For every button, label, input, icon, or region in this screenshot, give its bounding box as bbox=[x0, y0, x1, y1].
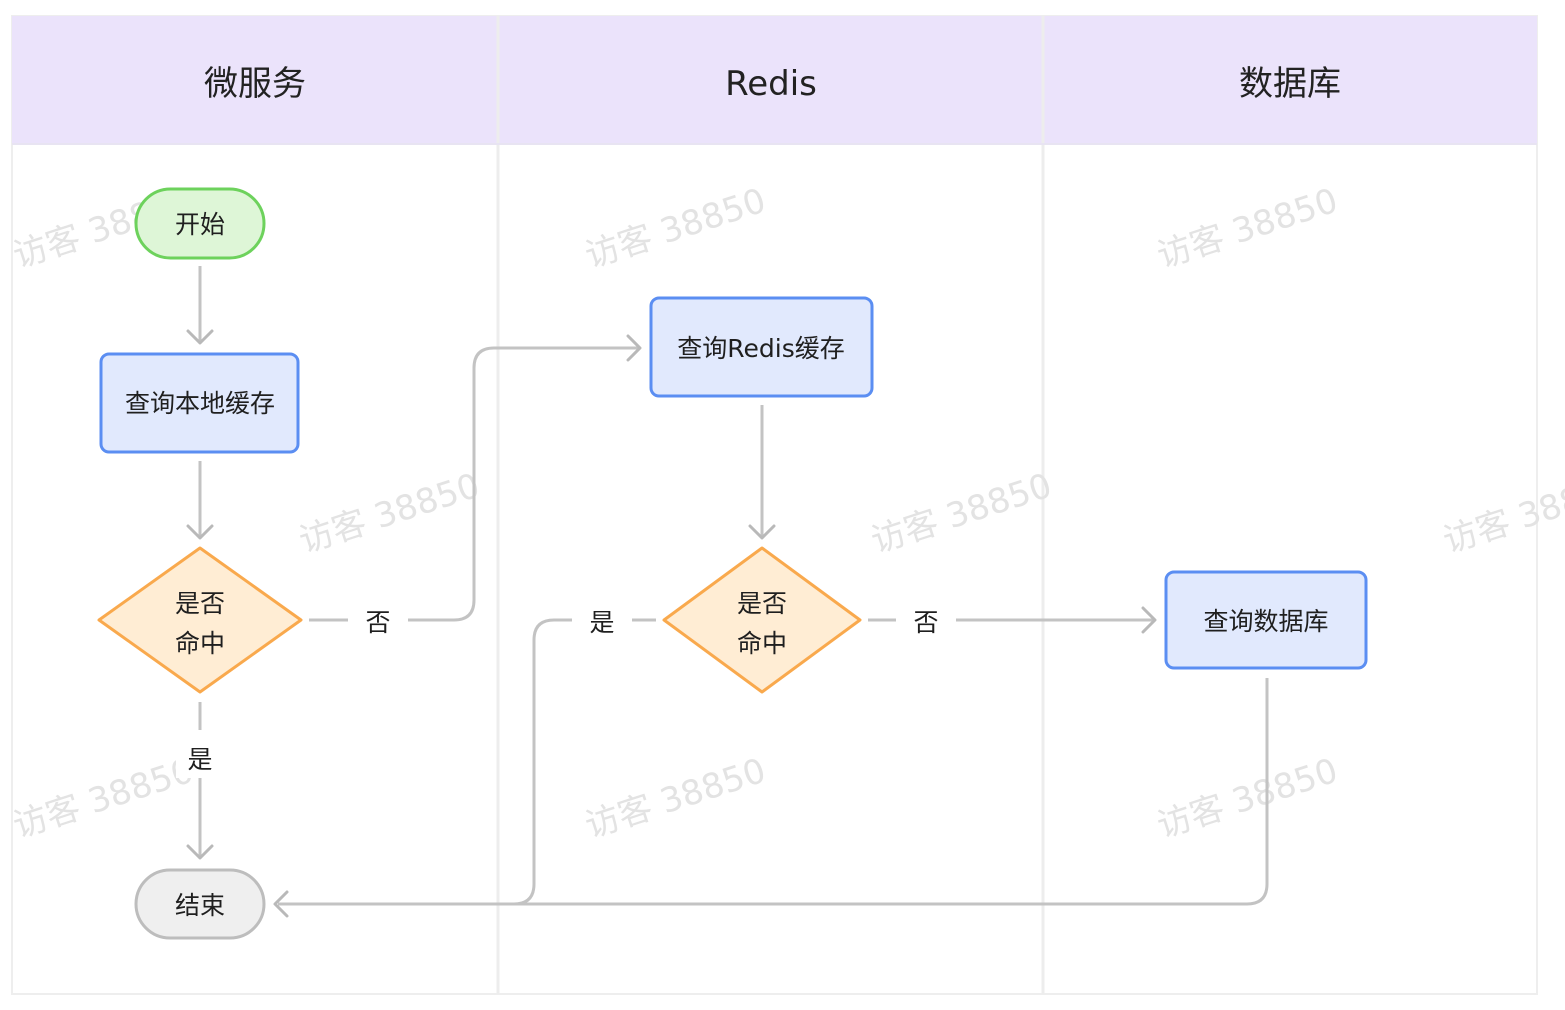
swimlane-frame: 微服务 Redis 数据库 bbox=[11, 15, 1538, 995]
redis-hit-decision-shape bbox=[662, 546, 862, 694]
edge-label-redis-miss: 否 bbox=[913, 608, 938, 637]
local-hit-decision-line2: 命中 bbox=[175, 629, 225, 658]
local-hit-decision-node[interactable]: 是否 命中 bbox=[97, 546, 303, 694]
arrow-head bbox=[273, 890, 289, 918]
edge-label-bg bbox=[572, 600, 632, 640]
redis-hit-decision-line1: 是否 bbox=[737, 589, 787, 618]
local-hit-decision-shape bbox=[97, 546, 303, 694]
lane-title-database: 数据库 bbox=[1239, 64, 1341, 104]
edge-local-miss-to-redis bbox=[309, 346, 640, 622]
query-local-cache-label: 查询本地缓存 bbox=[125, 389, 275, 418]
redis-hit-decision-node[interactable]: 是否 命中 bbox=[662, 546, 862, 694]
edge-label-local-hit: 是 bbox=[187, 745, 212, 774]
arrow-head bbox=[186, 844, 214, 860]
lane-title-redis: Redis bbox=[725, 64, 817, 104]
edge-label-bg bbox=[348, 600, 408, 640]
query-redis-cache-node[interactable]: 查询Redis缓存 bbox=[649, 296, 874, 398]
query-local-cache-node[interactable]: 查询本地缓存 bbox=[99, 352, 300, 454]
arrow-head bbox=[1141, 606, 1157, 634]
edge-database-to-end bbox=[514, 678, 1269, 906]
lane-header-band bbox=[12, 16, 1537, 144]
query-database-label: 查询数据库 bbox=[1203, 607, 1328, 636]
lane-title-microservice: 微服务 bbox=[204, 64, 306, 104]
start-node-label: 开始 bbox=[175, 210, 225, 239]
start-node[interactable]: 开始 bbox=[134, 187, 266, 260]
edge-label-redis-hit: 是 bbox=[589, 608, 614, 637]
end-node-shape bbox=[134, 868, 266, 940]
end-node[interactable]: 结束 bbox=[134, 868, 266, 940]
arrow-head bbox=[748, 524, 776, 540]
lane-frame-border bbox=[11, 15, 1538, 995]
edge-label-bg bbox=[176, 730, 224, 778]
query-redis-cache-label: 查询Redis缓存 bbox=[677, 334, 844, 363]
query-local-cache-shape bbox=[99, 352, 300, 454]
arrow-head bbox=[186, 524, 214, 540]
query-database-node[interactable]: 查询数据库 bbox=[1164, 570, 1368, 670]
node-layer: 开始 查询本地缓存 是否 命中 查询Redis缓存 是否 命中 查询数据库 bbox=[97, 187, 1368, 940]
query-database-shape bbox=[1164, 570, 1368, 670]
end-node-label: 结束 bbox=[175, 891, 225, 920]
start-node-shape bbox=[134, 187, 266, 260]
edge-label-local-miss: 否 bbox=[365, 608, 390, 637]
connector-layer: 否 是 是 否 bbox=[176, 266, 1269, 918]
arrow-head bbox=[186, 329, 214, 345]
redis-hit-decision-line2: 命中 bbox=[737, 629, 787, 658]
query-redis-cache-shape bbox=[649, 296, 874, 398]
local-hit-decision-line1: 是否 bbox=[175, 589, 225, 618]
edge-label-bg bbox=[896, 600, 956, 640]
arrow-head bbox=[626, 334, 642, 362]
